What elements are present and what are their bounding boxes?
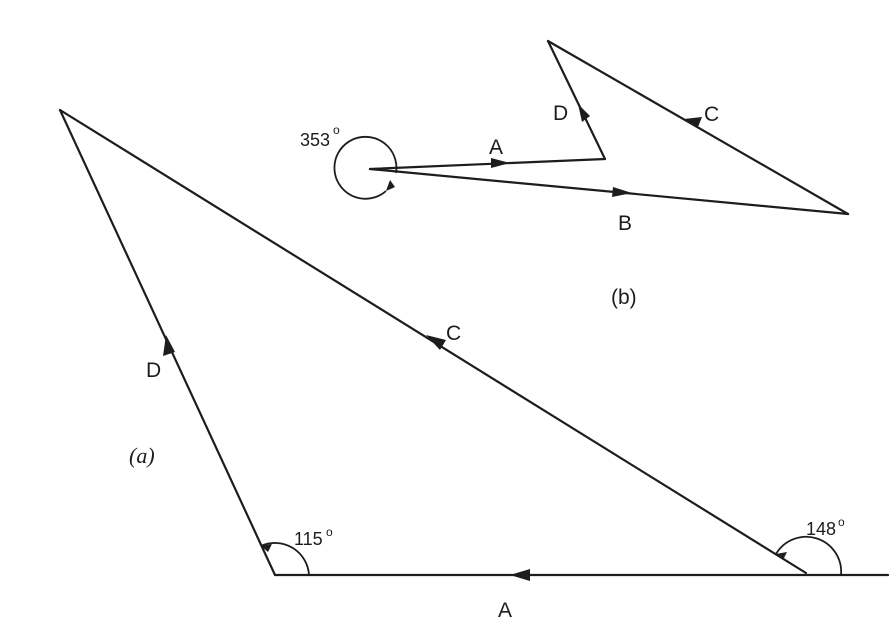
diagram-a-angle-148-value: 148: [806, 519, 836, 539]
diagram-b-angle-353-value: 353: [300, 130, 330, 150]
diagram-a-caption: (a): [129, 443, 155, 468]
diagram-a-vector-d-arrowhead: [163, 335, 175, 356]
diagram-b-vector-c-line: [546, 39, 850, 216]
diagram-a-angle-115-degree: o: [326, 525, 333, 539]
diagram-b-angle-353-arrowhead: [386, 180, 395, 191]
diagram-a-vector-a-arrowhead: [510, 569, 530, 581]
diagram-b-vector-b-arrowhead: [612, 187, 632, 197]
diagram-a-label-d: D: [146, 359, 161, 382]
diagram-a-angle-148-arrowhead: [776, 552, 787, 560]
diagram-a-angle-148-arc: [775, 535, 843, 576]
diagram-b-vector-d-arrowhead: [578, 104, 590, 122]
diagram-b-angle-353-degree: o: [333, 123, 340, 137]
diagram-b-angle-353-arc: [333, 135, 398, 200]
diagram-b-label-a: A: [489, 136, 503, 159]
diagram-a-vector-c-arrowhead: [426, 335, 446, 350]
diagram-a-angle-115-value: 115: [294, 529, 323, 549]
diagram-b-vector-b-line: [368, 167, 850, 216]
diagram-a-label-c: C: [446, 322, 461, 345]
diagram-b-vector-a-arrowhead: [491, 158, 510, 168]
diagram-a-angle-115-arc: [260, 542, 310, 576]
diagram-a-label-a: A: [498, 599, 512, 622]
diagram-a-angle-148-degree: o: [838, 515, 845, 529]
diagram-a: A C D 115 o 148 o (a): [58, 108, 889, 622]
diagram-b-label-c: C: [704, 103, 719, 126]
diagram-b-vector-a-line: [368, 157, 607, 171]
diagram-a-angle-115-arrowhead: [261, 544, 272, 552]
diagram-b: A B C D 353 o (b): [300, 39, 850, 309]
diagram-b-label-d: D: [553, 102, 568, 125]
diagram-b-caption: (b): [611, 286, 637, 309]
diagram-b-vector-c-arrowhead: [684, 117, 702, 127]
diagram-b-label-b: B: [618, 212, 632, 235]
diagram-b-vector-d-line: [546, 39, 607, 161]
